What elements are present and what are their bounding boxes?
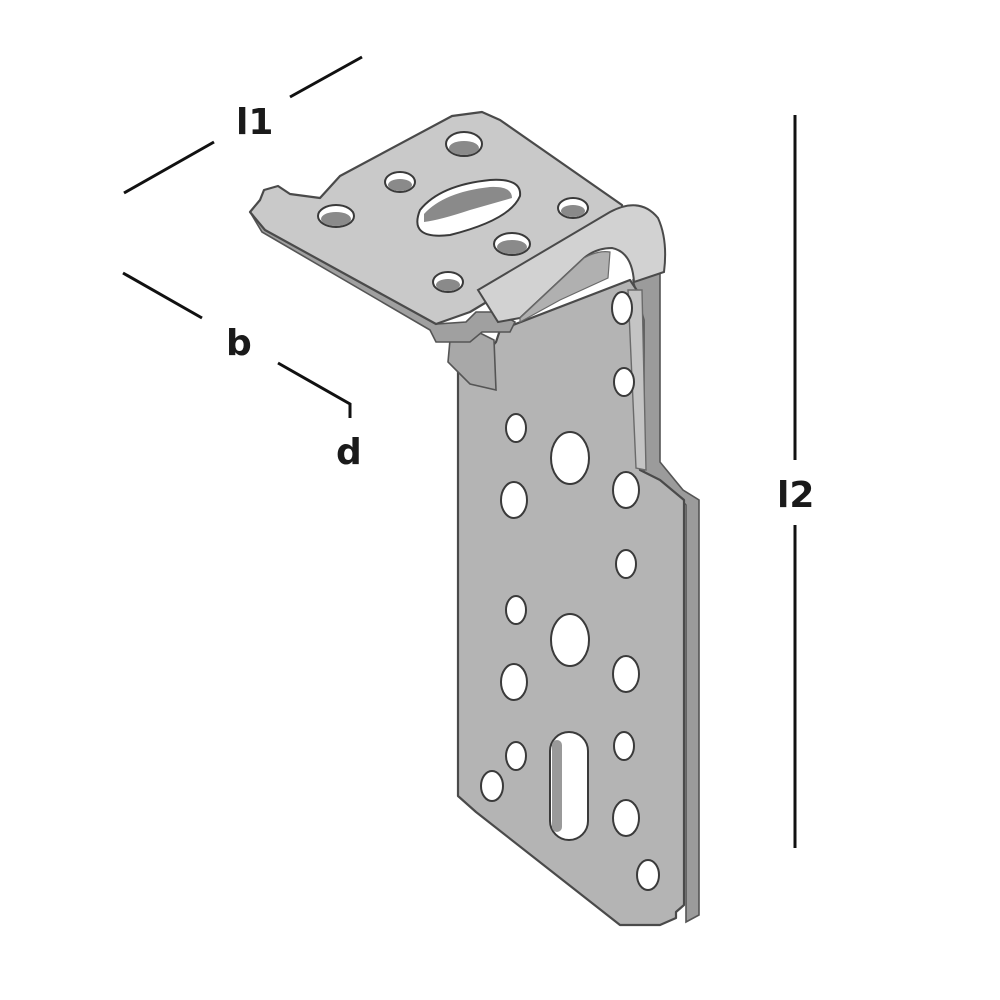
- side-hole-right-6: [612, 799, 640, 837]
- side-hole-bottom-right: [636, 859, 660, 891]
- dimension-label-l1: l1: [236, 102, 273, 143]
- side-hole-left-4: [500, 663, 528, 701]
- top-hole-1-shade: [449, 141, 479, 155]
- stiffener-ridge: [627, 289, 647, 471]
- side-hole-small-right-5: [613, 731, 635, 761]
- dimension-label-l2: l2: [777, 475, 814, 516]
- bend-corner: [476, 204, 667, 324]
- side-hole-left-6: [480, 770, 504, 802]
- side-hole-small-right-3: [615, 549, 637, 579]
- l1-dimension-line-lower: [123, 140, 215, 195]
- angle-bracket: [248, 110, 700, 927]
- dimension-label-b: b: [226, 323, 252, 364]
- side-hole-small-right-1: [613, 367, 635, 397]
- side-hole-small-left-1: [505, 413, 527, 443]
- horizontal-plate-holes: [317, 131, 589, 293]
- side-slot-shade: [552, 740, 562, 832]
- side-hole-left-2: [500, 481, 528, 519]
- b-dimension-line-right: [277, 361, 352, 418]
- l1-dimension-line-upper: [289, 55, 363, 99]
- bend-corner-shadow: [519, 251, 611, 324]
- vertical-plate-holes: [480, 291, 660, 891]
- side-hole-small-left-3: [505, 595, 527, 625]
- side-hole-right-4: [612, 655, 640, 693]
- top-hole-2-shade: [388, 179, 412, 191]
- side-hole-top-right: [611, 291, 633, 325]
- top-hole-4-shade: [561, 205, 585, 217]
- side-hole-small-left-5: [505, 741, 527, 771]
- side-hole-large-1: [550, 431, 590, 485]
- dimension-label-d: d: [336, 432, 362, 473]
- side-hole-right-2: [612, 471, 640, 509]
- dimension-lines: [122, 55, 797, 848]
- top-hole-3-shade: [321, 212, 351, 226]
- top-hole-6-shade: [436, 279, 460, 291]
- horizontal-plate-edge: [249, 211, 517, 343]
- top-slot-shade: [424, 186, 512, 222]
- side-hole-large-2: [550, 613, 590, 667]
- top-hole-5-shade: [497, 240, 527, 254]
- b-dimension-line-left: [122, 271, 203, 320]
